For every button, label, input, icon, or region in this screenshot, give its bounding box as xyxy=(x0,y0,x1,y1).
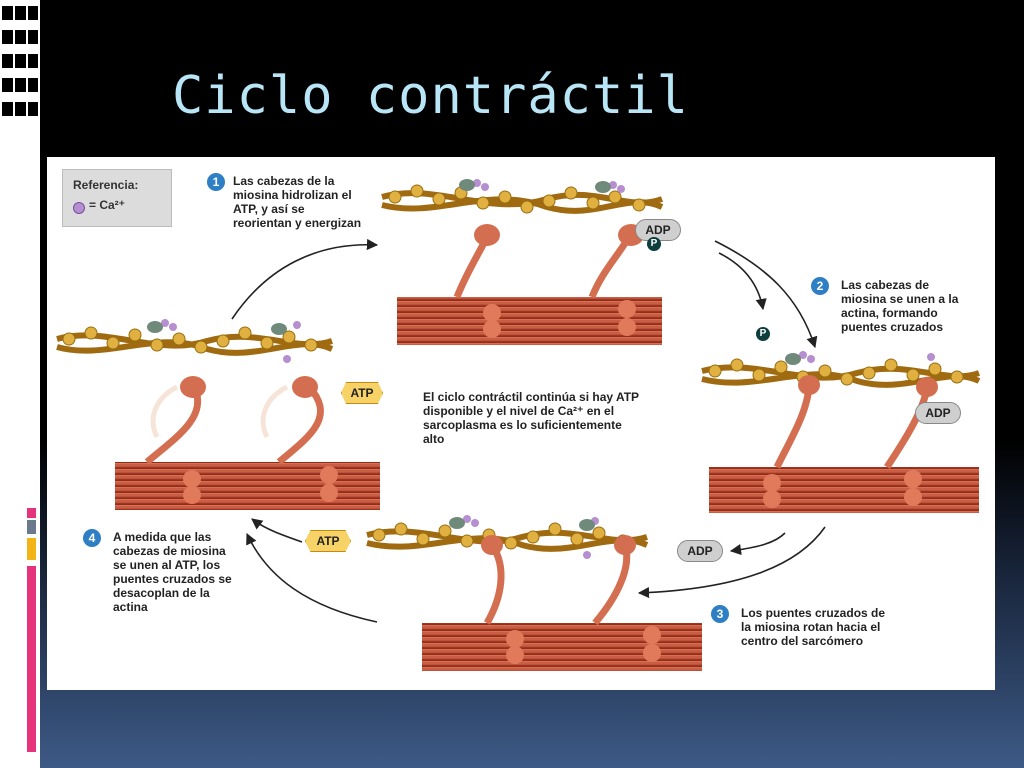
accent-bar-gray xyxy=(27,520,36,534)
legend-calcium-label: = Ca²⁺ xyxy=(89,198,126,212)
myosin-filament-top xyxy=(397,224,662,345)
diagram-artwork xyxy=(56,179,981,671)
actin-filament-right xyxy=(701,351,981,388)
actin-filament-left xyxy=(56,319,334,363)
arrow-step-3-to-4 xyxy=(246,532,378,623)
step-3-badge: 3 xyxy=(711,605,729,623)
arrow-step-1-to-2 xyxy=(714,240,818,349)
calcium-ion-icon xyxy=(73,202,85,214)
arrow-p-release xyxy=(718,252,767,311)
step-4-badge: 4 xyxy=(83,529,101,547)
slide-title: Ciclo contráctil xyxy=(172,66,689,126)
arrow-step-2-to-3 xyxy=(637,526,826,599)
myosin-filament-bottom xyxy=(422,535,702,671)
actin-filament-bottom xyxy=(366,515,649,559)
myosin-filament-left xyxy=(115,376,380,510)
actin-filament-top xyxy=(381,179,664,214)
step-1-badge: 1 xyxy=(207,173,225,191)
adp-label-right: ADP xyxy=(915,402,961,424)
arrow-step-4-to-1 xyxy=(231,238,379,320)
atp-label-left: ATP xyxy=(341,382,383,404)
step-2-badge: 2 xyxy=(811,277,829,295)
legend-title: Referencia: xyxy=(73,178,139,192)
myosin-filament-right xyxy=(709,375,979,513)
accent-bar-yellow xyxy=(27,538,36,560)
slide-grid-icon xyxy=(2,6,38,116)
phosphate-badge-released: P xyxy=(756,327,770,341)
legend-box: Referencia: = Ca²⁺ xyxy=(62,169,172,227)
phosphate-badge-top: P xyxy=(647,237,661,251)
adp-label-bottom: ADP xyxy=(677,540,723,562)
adp-label-top: ADP xyxy=(635,219,681,241)
atp-label-bottom: ATP xyxy=(305,530,351,552)
arrow-atp-binding xyxy=(251,518,303,543)
accent-bar-pink xyxy=(27,508,36,518)
accent-bar-pink-long xyxy=(27,566,36,752)
arrow-adp-release xyxy=(729,532,786,556)
